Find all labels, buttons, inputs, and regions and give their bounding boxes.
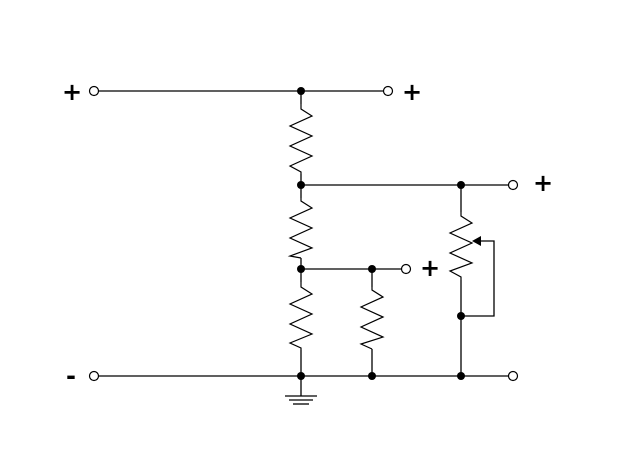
terminal-output-upper: [507, 179, 519, 191]
pot-wiper-wire: [461, 240, 495, 317]
resistor-r1: [288, 104, 314, 174]
output-top-sign: +: [402, 78, 422, 106]
input-negative-sign: -: [66, 362, 76, 390]
terminal-output-top: [382, 85, 394, 97]
junction-bottom-pot: [457, 372, 465, 380]
junction-pot-wiper: [457, 312, 465, 320]
terminal-output-bottom: [507, 370, 519, 382]
potentiometer-resistor: [448, 212, 474, 280]
resistor-r2: [287, 198, 314, 259]
output-upper-sign: +: [533, 169, 553, 197]
junction-upper-tap: [297, 181, 305, 189]
pot-wiper-arrow-icon: [472, 236, 481, 246]
input-positive-sign: +: [62, 78, 82, 106]
junction-top: [297, 87, 305, 95]
terminal-output-middle: [400, 263, 412, 275]
junction-middle-tap: [297, 265, 305, 273]
resistor-r3: [288, 282, 314, 350]
junction-bottom-r4: [368, 372, 376, 380]
junction-bottom-main: [297, 372, 305, 380]
resistor-r4: [359, 287, 385, 350]
terminal-input-positive: [88, 85, 100, 97]
output-middle-sign: +: [420, 254, 440, 282]
terminal-input-negative: [88, 370, 100, 382]
junction-pot-top: [457, 181, 465, 189]
junction-r4-top: [368, 265, 376, 273]
